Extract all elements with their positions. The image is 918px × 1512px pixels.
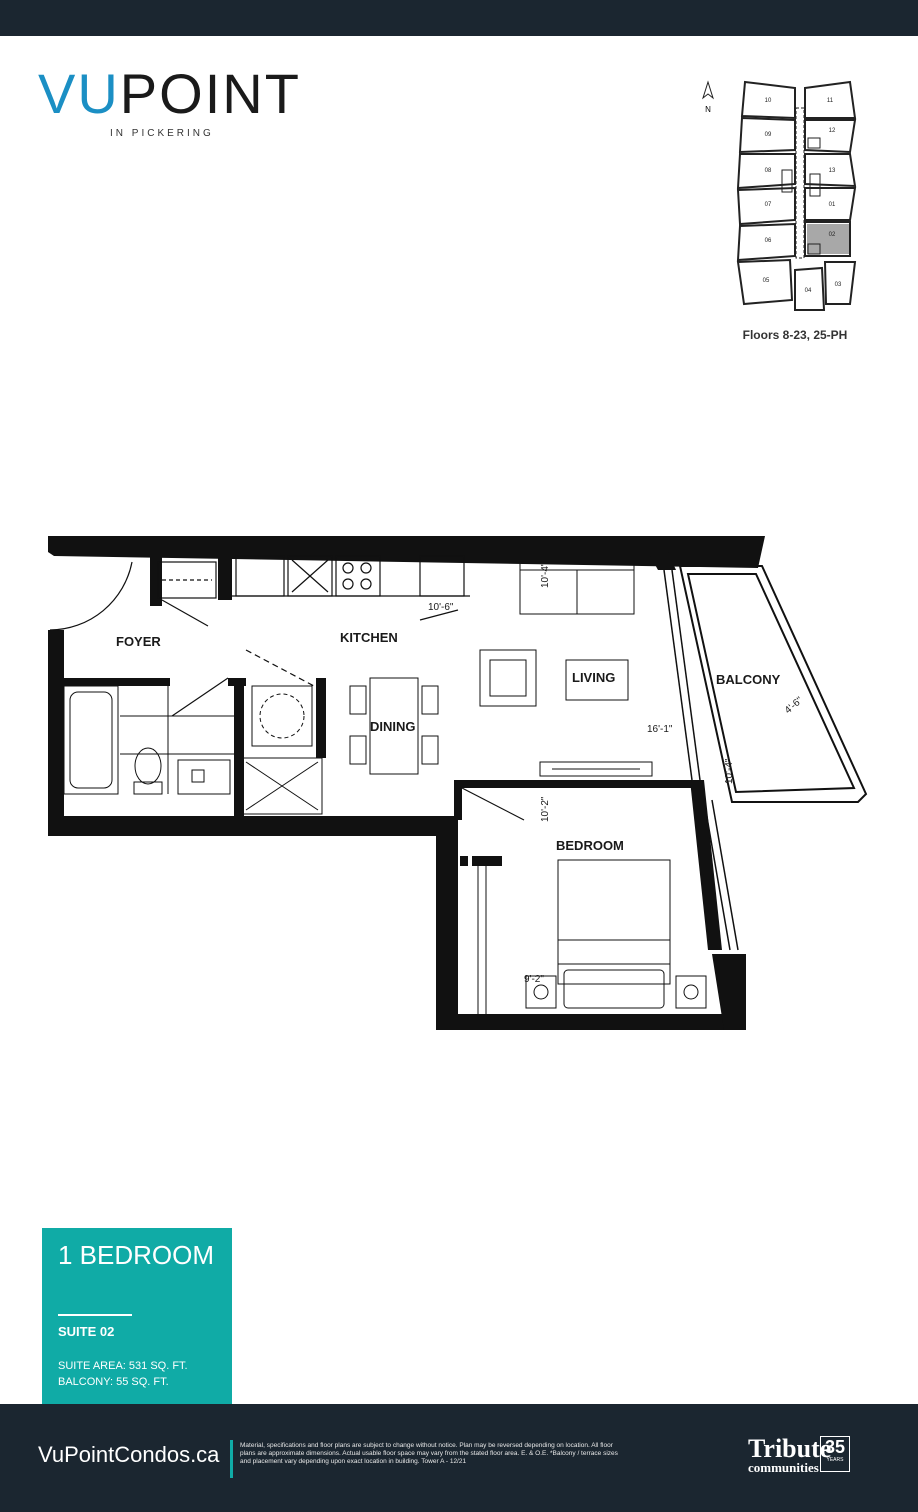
tribute-logo: Tribute communities 35 YEARS [748, 1434, 850, 1486]
room-kitchen: KITCHEN [340, 630, 398, 645]
logo-tagline: IN PICKERING [110, 128, 214, 139]
suite-number: SUITE 02 [58, 1324, 115, 1339]
tribute-subtitle: communities [748, 1460, 819, 1475]
room-bedroom: BEDROOM [556, 838, 624, 853]
bathroom-fixtures [63, 685, 234, 795]
website-link[interactable]: VuPointCondos.ca [38, 1442, 220, 1467]
doors [49, 561, 525, 821]
keyplan-unit: 11 [827, 98, 834, 104]
room-dining: DINING [370, 719, 416, 734]
keyplan-unit: 05 [763, 278, 770, 284]
legal-disclaimer: Material, specifications and floor plans… [240, 1442, 618, 1465]
keyplan-unit: 02 [829, 232, 836, 238]
dim-bedroom-length: 10'-2" [540, 796, 551, 822]
logo-wordmark: VUPOINT [38, 62, 301, 126]
keyplan-unit: 12 [829, 128, 836, 134]
keyplan-caption: Floors 8-23, 25-PH [742, 328, 848, 342]
suite-divider [58, 1314, 132, 1316]
vupoint-logo: VUPOINT IN PICKERING [38, 62, 308, 152]
keyplan-unit: 07 [765, 202, 772, 208]
keyplan-unit: 06 [765, 238, 772, 244]
dim-balcony-width: 4'-6" [783, 695, 806, 717]
keyplan-unit: 10 [765, 98, 772, 104]
keyplan-unit: 03 [835, 282, 842, 288]
keyplan-unit: 01 [829, 202, 836, 208]
highlighted-suite [807, 224, 849, 254]
balcony-outline [678, 565, 868, 803]
dining-set [349, 677, 439, 775]
keyplan-unit: 09 [765, 132, 772, 138]
logo-vu: VU [38, 62, 120, 125]
suite-type: 1 BEDROOM [58, 1240, 215, 1270]
north-arrow-icon [702, 80, 714, 100]
floor-plan: FOYER KITCHEN DINING LIVING BALCONY BEDR… [48, 536, 868, 1030]
logo-point: POINT [119, 62, 301, 125]
badge-years: 35 [824, 1437, 846, 1457]
balcony-area: BALCONY: 55 SQ. FT. [58, 1376, 169, 1388]
room-balcony: BALCONY [716, 672, 781, 687]
suite-info-panel: 1 BEDROOM SUITE 02 SUITE AREA: 531 SQ. F… [42, 1228, 232, 1404]
interior-walls [64, 554, 700, 866]
suite-areas: SUITE AREA: 531 SQ. FT. BALCONY: 55 SQ. … [58, 1358, 188, 1390]
dim-sofa: 10'-4" [540, 562, 551, 588]
north-label: N [705, 105, 711, 114]
room-living: LIVING [572, 670, 615, 685]
room-foyer: FOYER [116, 634, 161, 649]
tribute-wordmark: Tribute [748, 1434, 832, 1463]
keyplan-unit: 08 [765, 168, 772, 174]
top-bar [0, 0, 918, 36]
footer-divider [230, 1440, 233, 1478]
anniversary-badge: 35 YEARS [820, 1436, 850, 1472]
keyplan-unit: 04 [805, 288, 812, 294]
living-furniture [479, 557, 653, 777]
suite-area: SUITE AREA: 531 SQ. FT. [58, 1360, 188, 1372]
laundry-closet [241, 685, 323, 815]
keyplan-unit: 13 [829, 168, 836, 174]
bedroom-furniture [477, 859, 707, 1014]
dim-living: 16'-1" [647, 724, 673, 735]
dim-bedroom-width: 9'-2" [524, 974, 544, 985]
dim-kitchen: 10'-6" [428, 602, 454, 613]
exterior-walls [48, 536, 765, 1030]
dim-balcony-length: 10'-4" [724, 758, 735, 784]
badge-label: YEARS [826, 1457, 844, 1463]
windows [663, 569, 739, 951]
key-plan: N 10 11 09 12 08 13 07 01 06 02 05 03 04 [702, 80, 857, 311]
footer: VuPointCondos.ca Material, specification… [0, 1404, 918, 1512]
kitchen-counter [157, 555, 470, 599]
